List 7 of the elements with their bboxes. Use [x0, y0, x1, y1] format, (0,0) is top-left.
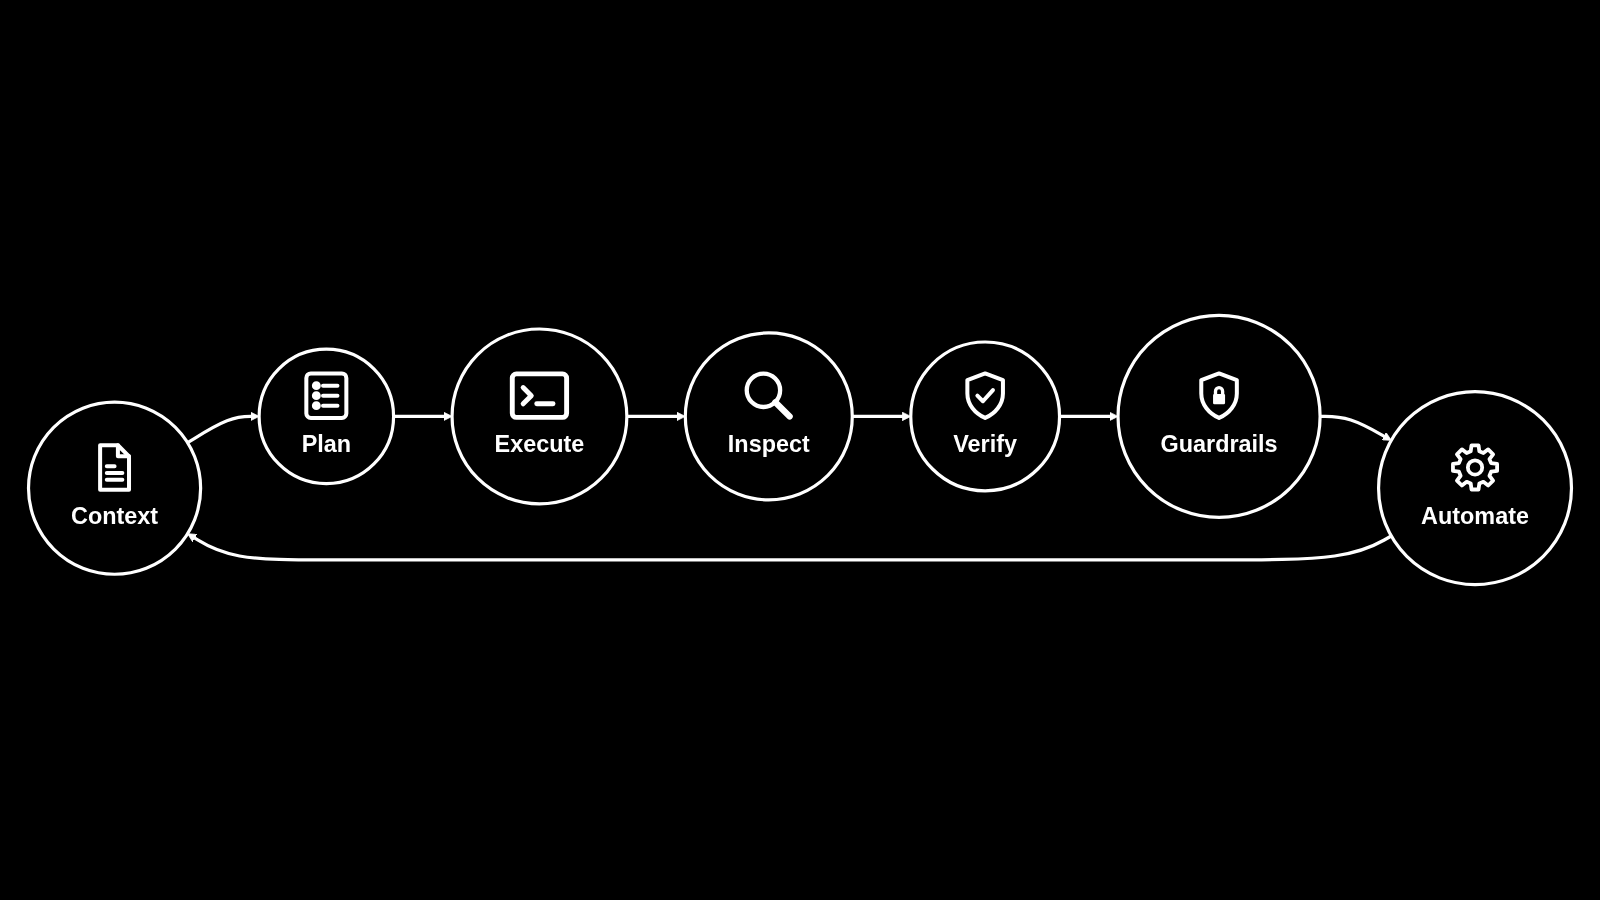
node-circle: Automate — [1376, 390, 1574, 587]
node-circle: Verify — [909, 340, 1062, 493]
node-circle: Guardrails — [1116, 313, 1322, 520]
node-circle: Context — [26, 400, 203, 576]
node-circle: Execute — [450, 327, 629, 506]
node-circle: Plan — [257, 347, 396, 486]
node-circle: Inspect — [683, 331, 854, 502]
